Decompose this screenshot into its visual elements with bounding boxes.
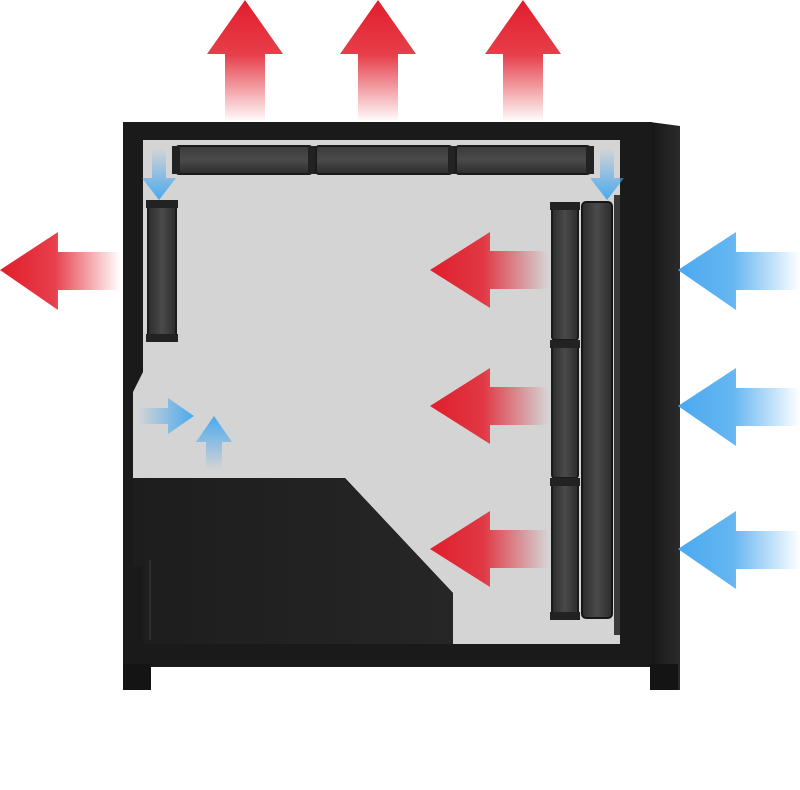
- front-fans: [550, 201, 613, 620]
- cool-air-arrow-right: [138, 398, 194, 434]
- rear-fan: [146, 200, 178, 342]
- top-fans: [172, 145, 594, 175]
- cool-air-arrow-up: [196, 416, 232, 470]
- case-foot-left: [123, 664, 151, 690]
- top-fan-3: [455, 145, 594, 175]
- cool-air-arrow-down-left: [142, 148, 176, 200]
- hot-air-arrow-rear: [0, 232, 120, 310]
- psu-shroud: [133, 478, 453, 644]
- hot-air-arrow-internal-1: [430, 232, 548, 308]
- top-fan-1: [172, 145, 316, 175]
- case-foot-right: [650, 664, 678, 690]
- front-fan-2: [550, 340, 580, 479]
- cool-air-arrow-intake-3: [678, 511, 800, 589]
- front-fan-3: [550, 478, 580, 620]
- cool-air-arrow-down-right: [590, 148, 624, 200]
- hot-air-arrow-internal-2: [430, 368, 548, 444]
- front-fan-1: [550, 202, 580, 341]
- internal-hot-arrows: [430, 232, 548, 587]
- hot-air-arrow-up-3: [485, 0, 561, 122]
- intake-arrows-front: [678, 232, 800, 589]
- top-fan-2: [315, 145, 456, 175]
- front-panel-strip: [614, 195, 620, 635]
- cool-air-arrow-intake-1: [678, 232, 800, 310]
- front-radiator: [581, 201, 613, 619]
- hot-air-arrow-internal-3: [430, 511, 548, 587]
- hot-air-arrow-up-1: [207, 0, 283, 122]
- internal-cool-arrows: [138, 148, 624, 470]
- hot-air-arrow-up-2: [340, 0, 416, 122]
- exhaust-arrows-top: [207, 0, 561, 122]
- case-side-panel: [650, 122, 680, 690]
- cool-air-arrow-intake-2: [678, 368, 800, 446]
